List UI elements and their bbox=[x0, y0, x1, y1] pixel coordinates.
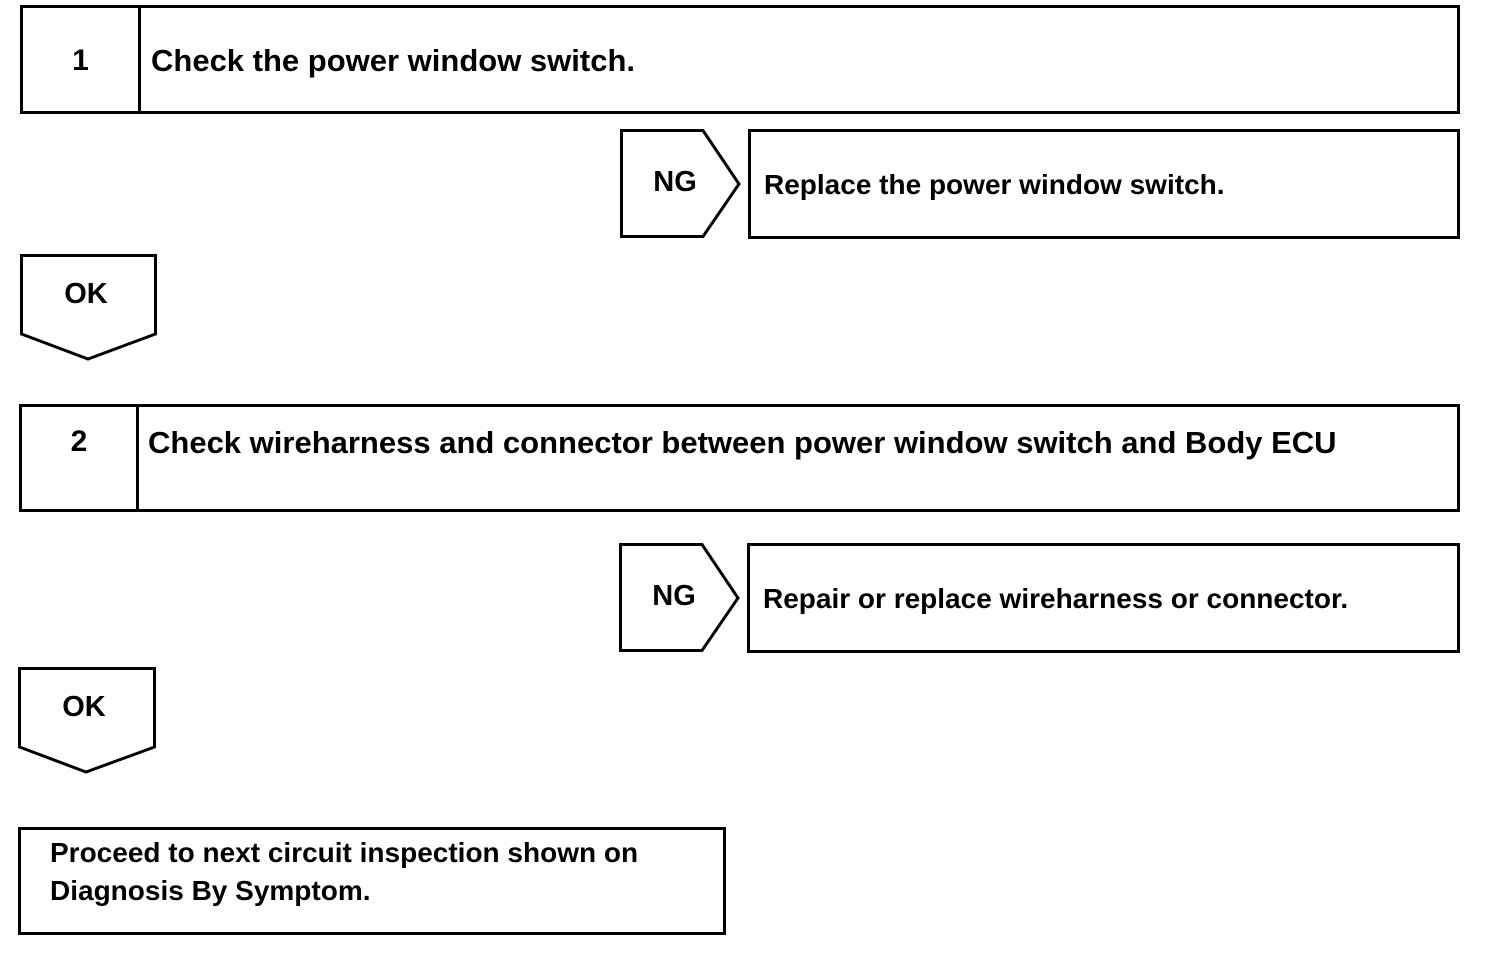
final-line-1: Proceed to next circuit inspection shown… bbox=[50, 837, 639, 868]
ok-1-label: OK bbox=[64, 278, 108, 310]
step-2-number-cell: 2 bbox=[22, 407, 139, 509]
ng-1-label: NG bbox=[653, 166, 697, 198]
ng-1-result-text: Replace the power window switch. bbox=[764, 169, 1225, 200]
step-1-number: 1 bbox=[72, 44, 89, 77]
ng-2-result-box: Repair or replace wireharness or connect… bbox=[747, 543, 1460, 653]
ok-2-label: OK bbox=[62, 691, 106, 723]
step-2-box: 2 Check wireharness and connector betwee… bbox=[19, 404, 1460, 512]
step-1-text: Check the power window switch. bbox=[151, 43, 636, 78]
final-text: Proceed to next circuit inspection shown… bbox=[50, 834, 638, 910]
ng-arrow-shape bbox=[620, 129, 741, 238]
ng-2-result-text: Repair or replace wireharness or connect… bbox=[763, 583, 1349, 614]
step-1-number-cell: 1 bbox=[23, 8, 141, 111]
final-line-2: Diagnosis By Symptom. bbox=[50, 875, 371, 906]
ok-1-arrow: OK bbox=[20, 254, 157, 362]
ng-2-label: NG bbox=[652, 580, 696, 612]
ng-2-arrow: NG bbox=[619, 543, 741, 653]
ng-1-arrow: NG bbox=[620, 129, 742, 239]
ok-arrow-shape bbox=[18, 667, 156, 774]
ok-2-arrow: OK bbox=[18, 667, 156, 775]
ng-1-result-box: Replace the power window switch. bbox=[748, 129, 1460, 239]
final-box: Proceed to next circuit inspection shown… bbox=[18, 827, 726, 935]
step-2-number: 2 bbox=[70, 425, 88, 458]
step-2-text: Check wireharness and connector between … bbox=[148, 425, 1337, 460]
step-1-box: 1 Check the power window switch. bbox=[20, 5, 1460, 114]
ok-arrow-shape bbox=[20, 254, 157, 361]
ng-arrow-shape bbox=[619, 543, 740, 652]
